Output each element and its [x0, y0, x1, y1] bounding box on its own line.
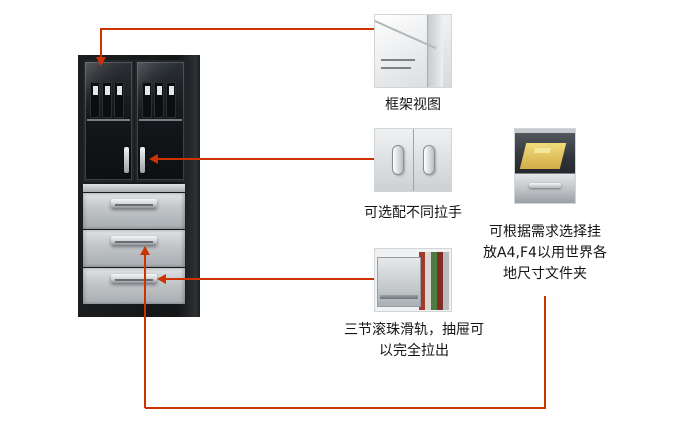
folder-tab [533, 148, 551, 153]
file-spine [425, 252, 431, 310]
file-spine [443, 252, 449, 310]
filing-cabinet-illustration [78, 55, 200, 317]
binder-spine [154, 82, 164, 118]
door-panel-right [413, 129, 451, 191]
door-handle-right [140, 147, 145, 173]
binder-label-tag [169, 86, 174, 95]
arrow-up-icon [140, 246, 150, 255]
drawer-handle-slot [115, 278, 153, 281]
connector-hanging-vertical-left [144, 255, 146, 408]
binder-label-tag [117, 86, 122, 95]
callout-label-line: 三节滚珠滑轨，抽屉可 [344, 322, 484, 338]
cabinet-mid-band [83, 184, 185, 192]
connector-hanging-vertical-right [544, 296, 546, 408]
drawer-handle [111, 273, 157, 283]
callout-label-line: 地尺寸文件夹 [503, 266, 587, 282]
glass-door-left [83, 60, 134, 182]
frame-rail-line [381, 67, 411, 69]
files-behind-drawer [419, 252, 449, 310]
connector-handles-horizontal [158, 158, 374, 160]
callout-label-hanging-files: 可根据需求选择挂 放A4,F4以用世界各 地尺寸文件夹 [483, 222, 607, 285]
connector-frame-view-horizontal [101, 28, 374, 30]
connector-hanging-horizontal-bottom [145, 407, 546, 409]
callout-image-frame-view [374, 14, 452, 88]
callout-label-line: 放A4,F4以用世界各 [483, 245, 607, 261]
callout-label-handles: 可选配不同拉手 [364, 205, 462, 221]
connector-rails-horizontal [166, 278, 374, 280]
drawer-interior [515, 133, 575, 175]
arrow-left-icon [149, 154, 158, 164]
door-panel-left [375, 129, 414, 191]
binder-spine [90, 82, 100, 118]
binder-spine [102, 82, 112, 118]
file-spine [431, 252, 437, 310]
drawer-handle [111, 199, 157, 208]
frame-side-panel [427, 15, 443, 87]
file-spine [437, 252, 443, 310]
shelf-line [139, 119, 182, 121]
callout-label-slide-rails: 三节滚珠滑轨，抽屉可 以完全拉出 [336, 320, 492, 362]
drawer-top [83, 193, 185, 230]
drawer-side-panel [377, 257, 421, 307]
arrow-left-icon [157, 274, 166, 284]
hanging-folder [519, 143, 567, 169]
drawer-front-panel [515, 173, 575, 203]
callout-label-frame-view: 框架视图 [385, 97, 441, 113]
callout-image-handles [374, 128, 452, 192]
callout-label-line: 以完全拉出 [379, 343, 449, 359]
door-handle-left [124, 147, 129, 173]
binder-label-tag [145, 86, 150, 95]
binders-row [90, 78, 124, 118]
binder-label-tag [105, 86, 110, 95]
drawer-handle [111, 236, 157, 246]
connector-frame-view-vertical [100, 28, 102, 59]
binder-spine [166, 82, 176, 118]
binder-spine [114, 82, 124, 118]
shelf-line [87, 119, 130, 121]
binder-label-tag [157, 86, 162, 95]
drawer-front-handle [529, 183, 561, 188]
binder-spine [142, 82, 152, 118]
handle-capsule [391, 145, 404, 175]
callout-image-hanging-files [514, 128, 576, 204]
drawer-opening-lip [515, 129, 575, 133]
callout-label-line: 可根据需求选择挂 [489, 224, 601, 240]
ball-bearing-rail [380, 295, 418, 299]
binder-label-tag [93, 86, 98, 95]
drawer-stack [83, 193, 185, 304]
file-spine [419, 252, 425, 310]
drawer-bottom [83, 267, 185, 304]
callout-image-slide-rails [374, 248, 452, 312]
glass-door-right [135, 60, 186, 182]
drawer-handle-slot [115, 204, 153, 206]
binders-row [142, 78, 176, 118]
arrow-down-icon [96, 57, 106, 66]
drawer-handle-slot [115, 241, 153, 244]
frame-rail-line [381, 59, 415, 61]
handle-capsule [422, 145, 435, 175]
drawer-middle [83, 230, 185, 267]
